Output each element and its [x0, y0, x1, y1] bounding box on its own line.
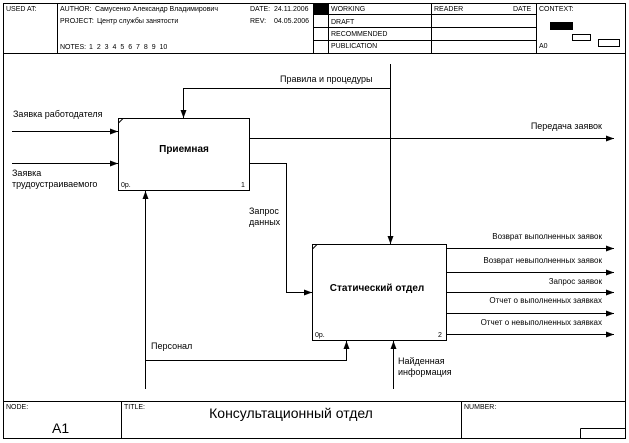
number-label: NUMBER:: [464, 404, 497, 411]
reader-label: READER: [434, 6, 464, 13]
used-at-label: USED AT:: [6, 6, 37, 13]
box1-cost: 0р.: [121, 182, 131, 189]
label-returned-undone: Возврат невыполненных заявок: [483, 256, 602, 265]
label-rules: Правила и процедуры: [280, 74, 373, 84]
label-returned-done: Возврат выполненных заявок: [492, 232, 602, 241]
box2-title: Статический отдел: [329, 283, 425, 294]
box1-number: 1: [241, 182, 245, 189]
label-seeker-request-2: трудоустраиваемого: [12, 179, 98, 189]
rev-value: 04.05.2006: [274, 18, 310, 25]
project-value: Центр службы занятости: [97, 18, 179, 25]
label-data-request-1: Запрос: [249, 206, 279, 216]
author-label: AUTHOR:: [60, 6, 92, 13]
label-personnel: Персонал: [151, 341, 193, 351]
status-recommended: RECOMMENDED: [331, 31, 388, 38]
label-data-request-2: данных: [249, 217, 281, 227]
outer-frame: [3, 3, 626, 439]
label-found-info-1: Найденная: [398, 356, 445, 366]
box2-cost: 0р.: [315, 332, 325, 339]
author-value: Самусенко Александр Владимирович: [95, 6, 218, 13]
status-draft: DRAFT: [331, 19, 355, 26]
notes-value: 1 2 3 4 5 6 7 8 9 10: [89, 44, 168, 51]
label-seeker-request-1: Заявка: [12, 168, 42, 178]
reader-date-label: DATE: [513, 6, 532, 13]
diagram-title: Консультационный отдел: [209, 405, 373, 421]
context-label: CONTEXT:: [539, 6, 574, 13]
label-report-done: Отчет о выполненных заявках: [489, 296, 602, 305]
box1-title: Приемная: [159, 144, 209, 155]
node-label: NODE:: [6, 404, 29, 411]
label-request-out: Запрос заявок: [548, 277, 602, 286]
arrow-rules-to-box1: [180, 88, 391, 118]
label-employer-request: Заявка работодателя: [13, 109, 103, 119]
activity-box-1: [118, 118, 250, 191]
date-label: DATE:: [250, 6, 271, 13]
context-active-box: [550, 22, 573, 30]
rev-label: REV:: [250, 18, 267, 25]
project-label: PROJECT:: [60, 18, 94, 25]
notes-label: NOTES:: [60, 44, 87, 51]
box2-number: 2: [438, 332, 442, 339]
status-working: WORKING: [331, 6, 366, 13]
arrow-data-request: [249, 163, 312, 296]
label-report-undone: Отчет о невыполненных заявках: [480, 318, 602, 327]
node-value: A1: [52, 420, 70, 436]
label-found-info-2: информация: [398, 367, 452, 377]
context-node: A0: [539, 43, 548, 50]
status-publication: PUBLICATION: [331, 43, 378, 50]
working-status-marker: [314, 4, 328, 14]
label-transfer-requests: Передача заявок: [530, 121, 602, 131]
arrow-personnel-to-box2: [145, 341, 350, 361]
title-label: TITLE:: [124, 404, 146, 411]
date-value: 24.11.2006: [274, 6, 309, 13]
